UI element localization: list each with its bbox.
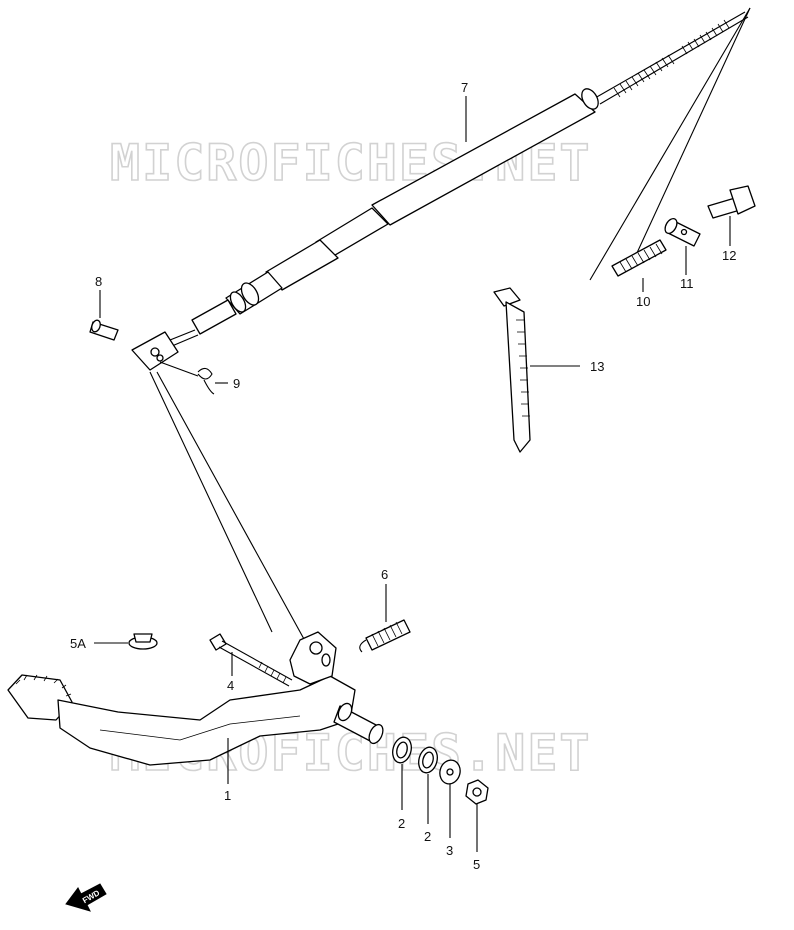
sleeve-part-11: [664, 217, 701, 275]
brake-rod: [149, 371, 311, 651]
callout-1: 1: [224, 788, 231, 803]
callout-8: 8: [95, 274, 102, 289]
washer-part-2a: [392, 736, 412, 810]
callout-labels: 7 8 9 10 11 12 13 6 5A 4 1 2 2 3 5: [70, 80, 736, 872]
callout-2a: 2: [398, 816, 405, 831]
callout-9: 9: [233, 376, 240, 391]
callout-4: 4: [227, 678, 234, 693]
callout-5A: 5A: [70, 636, 86, 651]
callout-10: 10: [636, 294, 650, 309]
nut-part-5A: [94, 633, 158, 650]
bolt-part-12: [707, 185, 756, 246]
callout-11: 11: [680, 276, 694, 291]
callout-13: 13: [590, 359, 604, 374]
exploded-view-lines: [589, 7, 751, 281]
spring-part-10: [611, 239, 667, 292]
cable-clevis: [131, 331, 179, 371]
callout-2b: 2: [424, 829, 431, 844]
callout-5: 5: [473, 857, 480, 872]
cable-thread-top: [613, 19, 730, 98]
clevis-pin-part-8: [89, 290, 119, 341]
brake-pedal-part-1: [7, 631, 384, 784]
cable-tie-part-13: [493, 287, 580, 453]
nut-part-5: [465, 779, 489, 852]
return-spring-part-6: [359, 584, 411, 653]
callout-3: 3: [446, 843, 453, 858]
cotter-clip-part-9: [159, 361, 228, 395]
washer-part-2b: [418, 746, 438, 824]
washer-part-3: [439, 759, 461, 838]
callout-12: 12: [722, 248, 736, 263]
brake-cable-part-7: [169, 11, 749, 347]
forward-direction-arrow: FWD: [65, 883, 107, 912]
callout-7: 7: [461, 80, 468, 95]
callout-6: 6: [381, 567, 388, 582]
pivot-bolt-part-4: [209, 633, 293, 687]
